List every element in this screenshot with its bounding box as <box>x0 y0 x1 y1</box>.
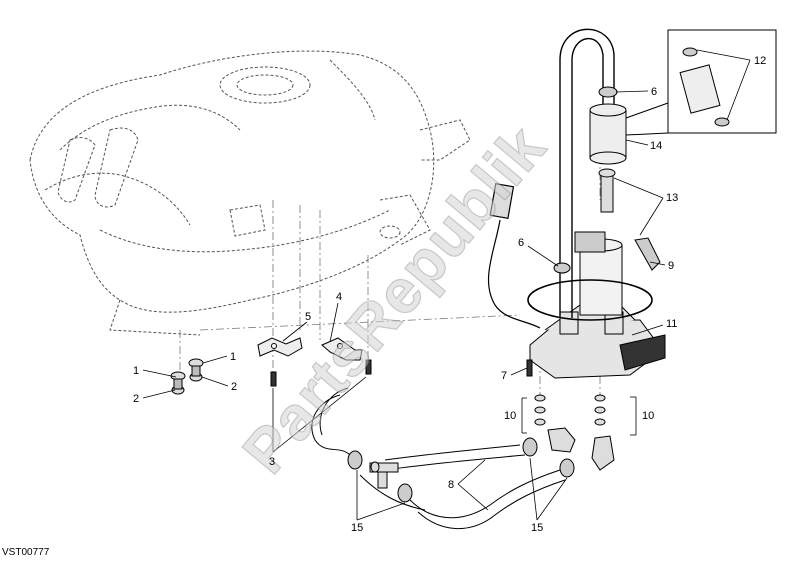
watermark: PartsRepublik <box>229 112 559 487</box>
screw-3-left <box>270 371 277 387</box>
outlet-fittings <box>534 394 615 471</box>
callout-4: 4 <box>336 291 342 303</box>
fuel-pressure-regulator-9 <box>634 237 661 271</box>
callout-15: 15 <box>531 522 543 534</box>
bracket-4 <box>321 337 363 361</box>
clamp-6-lower <box>553 262 571 274</box>
callout-14: 14 <box>650 140 662 152</box>
callout-8: 8 <box>448 479 454 491</box>
callout-2: 2 <box>231 381 237 393</box>
bracket-5 <box>257 337 303 357</box>
callout-9: 9 <box>668 260 674 272</box>
fuel-pump-flange <box>529 304 666 379</box>
gasket-ring <box>527 279 653 321</box>
fuel-tank <box>29 50 471 336</box>
rubber-grommet-left <box>170 371 186 395</box>
callout-1: 1 <box>230 351 236 363</box>
inline-hose-13 <box>598 168 616 213</box>
callout-5: 5 <box>305 311 311 323</box>
rubber-grommet-right <box>188 358 204 382</box>
callout-2: 2 <box>133 393 139 405</box>
screw-7 <box>526 359 533 377</box>
callout-11: 11 <box>666 318 677 330</box>
filter-detail-box <box>625 29 777 136</box>
watermark-text: PartsRepublik <box>230 113 559 487</box>
callout-7: 7 <box>501 370 507 382</box>
diagram-code: VST00777 <box>2 547 50 558</box>
t-connector <box>369 461 399 489</box>
callout-6: 6 <box>518 237 524 249</box>
callout-6: 6 <box>651 86 657 98</box>
callout-labels: 1 1 2 2 3 4 5 6 6 7 8 9 10 10 11 12 13 1… <box>133 55 766 534</box>
fuel-pump-body <box>574 231 623 316</box>
callout-15: 15 <box>351 522 363 534</box>
screw-3-right <box>365 359 372 375</box>
callout-12: 12 <box>754 55 766 67</box>
callout-13: 13 <box>666 192 678 204</box>
fuel-filter-14 <box>589 103 627 165</box>
leader-lines <box>142 49 751 521</box>
callout-1: 1 <box>133 365 139 377</box>
corrugated-hose <box>559 28 615 318</box>
callout-3: 3 <box>269 456 275 468</box>
clamp-6-upper <box>598 86 618 98</box>
callout-10: 10 <box>504 410 516 422</box>
connector-cable <box>487 182 541 329</box>
callout-10: 10 <box>642 410 654 422</box>
hose-clamp-15 <box>347 437 575 503</box>
